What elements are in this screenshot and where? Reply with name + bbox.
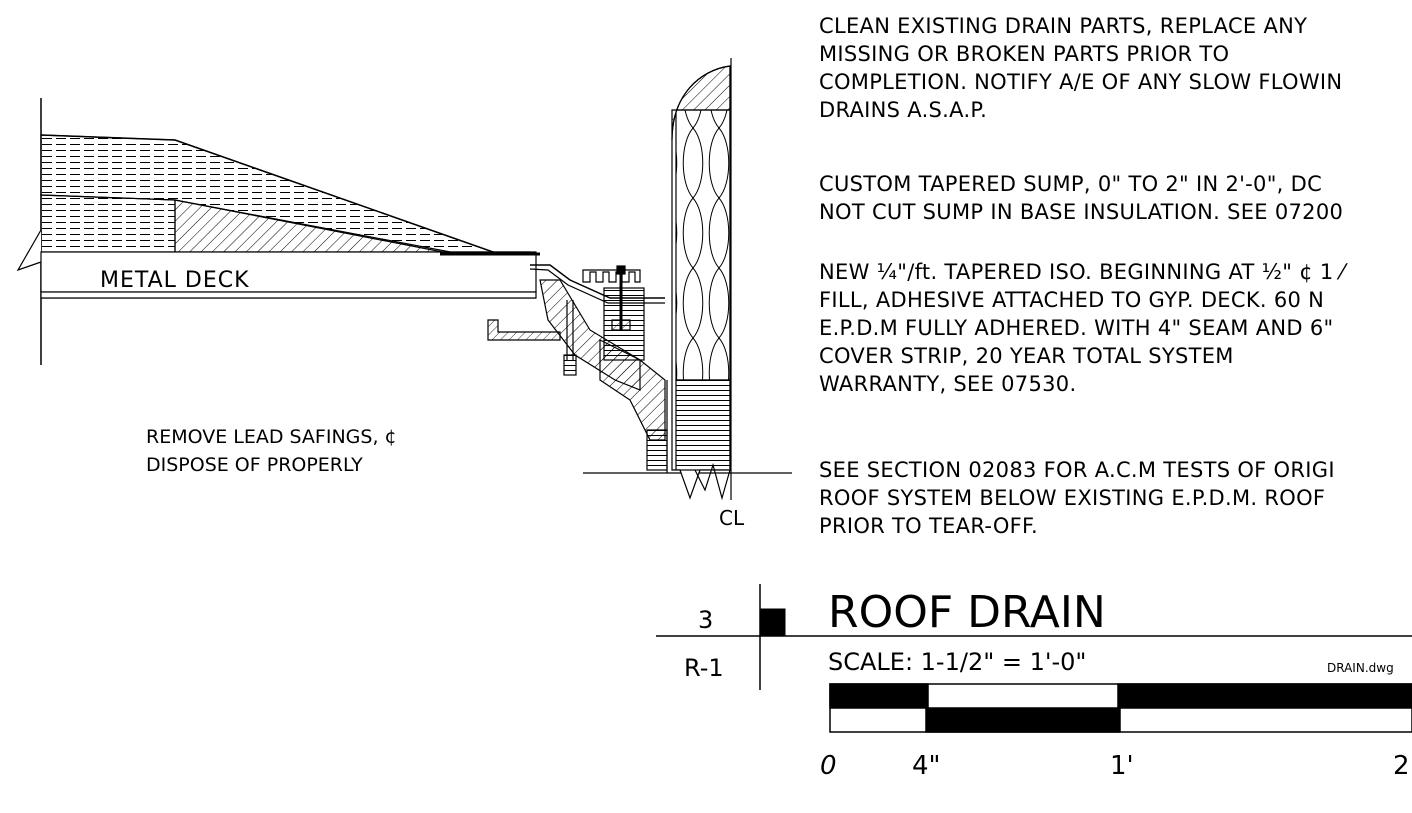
batt-insulation: [675, 109, 730, 381]
centerline-symbol: CL: [719, 506, 745, 530]
sheet-number: R-1: [684, 654, 724, 682]
scale-tick-4in: 4": [912, 751, 941, 781]
scale-tick-2: 2: [1393, 751, 1410, 781]
metal-deck-label: METAL DECK: [100, 268, 250, 293]
scale-seg-3: [1117, 683, 1412, 709]
clamp-bolt: [563, 354, 577, 376]
wall-lower: [675, 379, 730, 471]
note-clean-drain: CLEAN EXISTING DRAIN PARTS, REPLACE ANY …: [819, 14, 1343, 122]
scale-bar: [829, 683, 1412, 733]
sump-pan-lower: [646, 429, 668, 471]
title-marker-square: [759, 608, 786, 637]
title-block: [656, 584, 1412, 690]
scale-seg-1: [829, 683, 929, 709]
sump-pan-upper: [603, 287, 645, 361]
parapet-wall: [671, 58, 732, 501]
scale-seg-2: [925, 707, 1121, 733]
tapered-insulation-upper: [40, 134, 531, 266]
drawing-scale: SCALE: 1-1/2" = 1'-0": [828, 648, 1086, 676]
wall-cap: [671, 65, 731, 141]
drawing-title: ROOF DRAIN: [828, 587, 1106, 638]
drawing-filename: DRAIN.dwg: [1327, 661, 1394, 675]
scale-tick-0: 0: [820, 751, 837, 781]
scale-tick-1ft: 1': [1110, 751, 1134, 781]
note-tapered-iso: NEW ¼"/ft. TAPERED ISO. BEGINNING AT ½" …: [819, 260, 1345, 396]
metal-deck: [40, 251, 537, 293]
remove-safings-label-2: DISPOSE OF PROPERLY: [146, 454, 363, 476]
note-acm-tests: SEE SECTION 02083 FOR A.C.M TESTS OF ORI…: [819, 458, 1335, 538]
drain-bolt: [616, 265, 626, 275]
remove-safings-label-1: REMOVE LEAD SAFINGS, ¢: [146, 426, 397, 448]
roof-assembly: [16, 98, 665, 365]
break-line: [16, 229, 42, 272]
drain-strainer: [582, 269, 641, 283]
under-deck-clamp: [487, 319, 561, 341]
detail-number: 3: [698, 606, 713, 634]
base-insulation-left: [40, 194, 176, 253]
note-tapered-sump: CUSTOM TAPERED SUMP, 0" TO 2" IN 2'-0", …: [819, 172, 1344, 224]
